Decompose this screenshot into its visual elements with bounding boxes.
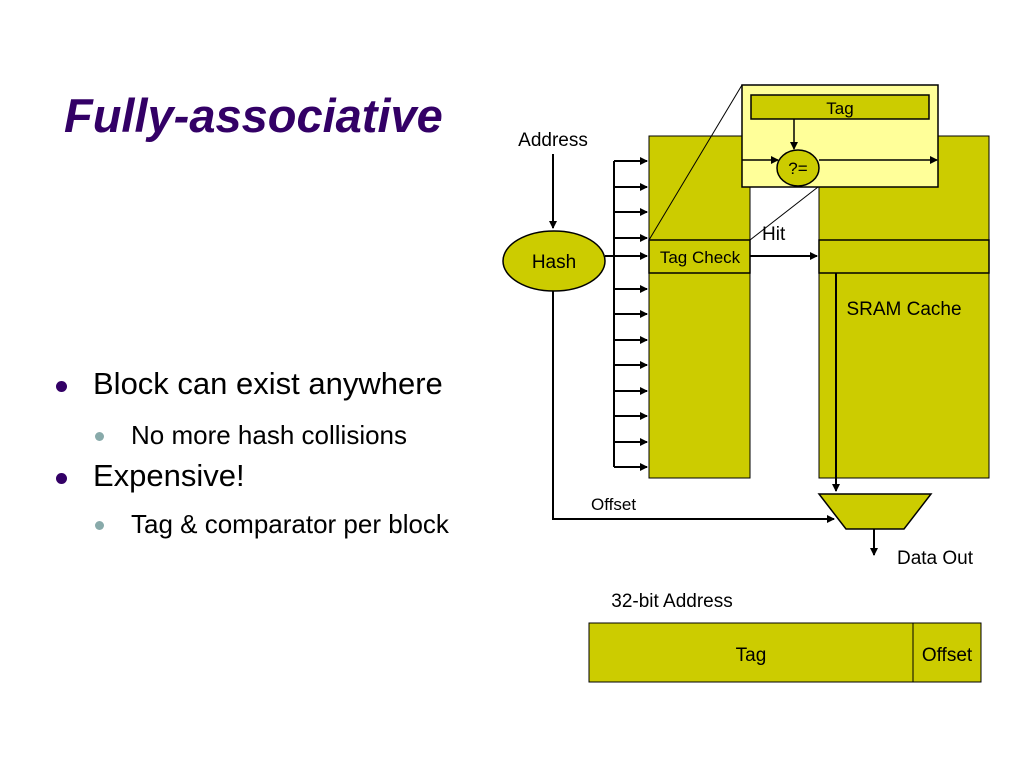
hash-label: Hash <box>532 252 576 273</box>
bullet-text: Expensive! <box>93 458 245 493</box>
bullet-text: Block can exist anywhere <box>93 366 443 401</box>
bullet-dot-icon <box>56 473 67 484</box>
tag-check-row <box>648 239 751 274</box>
slide-title: Fully-associative <box>64 89 443 142</box>
bullet-dot-icon <box>56 381 67 392</box>
hit-label: Hit <box>762 224 786 245</box>
address-tag-field <box>588 622 914 683</box>
address-label: Address <box>518 130 588 151</box>
zoom-line <box>749 186 819 241</box>
offset-arrow <box>552 291 835 523</box>
compare-label: ?= <box>788 159 807 178</box>
sram-cache-selected-row <box>818 239 990 274</box>
offset-label: Offset <box>591 495 636 514</box>
address-offset-field-label: Offset <box>922 645 973 666</box>
zoom-tag-field <box>750 94 930 120</box>
address-offset-field <box>912 622 982 683</box>
zoom-tag-label: Tag <box>826 99 853 118</box>
zoom-line <box>648 84 743 241</box>
tag-check-label: Tag Check <box>660 248 741 267</box>
address-format-label: 32-bit Address <box>611 591 732 612</box>
comparator <box>776 149 820 187</box>
sram-cache-label: SRAM Cache <box>846 299 961 320</box>
sub-bullet-text: No more hash collisions <box>131 420 408 450</box>
tag-array <box>648 135 751 479</box>
sub-bullet-dot-icon <box>95 521 104 530</box>
data-out-label: Data Out <box>897 548 974 569</box>
sub-bullet-dot-icon <box>95 432 104 441</box>
output-mux <box>817 493 933 530</box>
sub-bullet-text: Tag & comparator per block <box>131 509 449 539</box>
address-tag-field-label: Tag <box>736 645 767 666</box>
fanout-arrows <box>614 157 648 471</box>
